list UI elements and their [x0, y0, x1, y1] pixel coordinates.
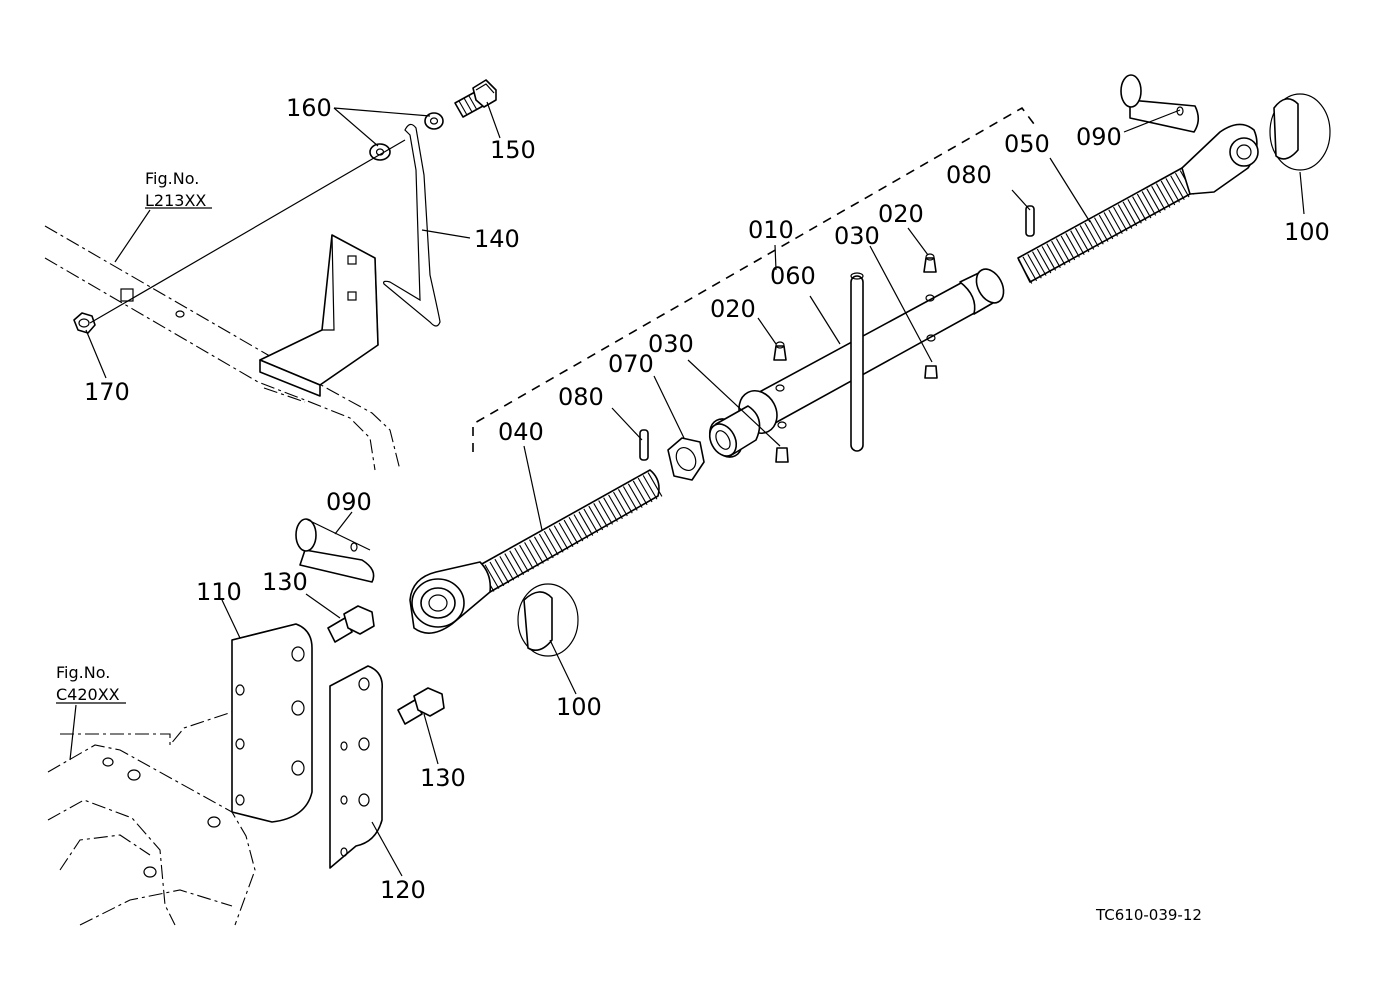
frame-bracket — [259, 234, 379, 397]
bolt-150 — [454, 79, 497, 118]
label-090-left: 090 — [326, 488, 372, 516]
frame-fig-label: Fig.No. — [145, 169, 199, 188]
mounting-plate-120 — [329, 665, 384, 869]
washer-160b — [424, 112, 444, 130]
grease-fitting-020a — [773, 341, 787, 392]
lynch-pin-100-right — [1269, 93, 1331, 171]
label-110: 110 — [196, 578, 242, 606]
label-130-upper: 130 — [262, 568, 308, 596]
label-040: 040 — [498, 418, 544, 446]
label-080a: 080 — [558, 383, 604, 411]
pin-090-right — [1120, 74, 1200, 133]
label-020b: 020 — [878, 200, 924, 228]
grease-fitting-020b — [923, 253, 937, 302]
label-030-left: 030 — [648, 330, 694, 358]
label-010: 010 — [748, 216, 794, 244]
label-130-lower: 130 — [420, 764, 466, 792]
main-frame-phantom — [44, 225, 401, 471]
assembly-boundary — [472, 106, 1035, 452]
threaded-rod-040 — [409, 469, 663, 634]
drawing-code: TC610-039-12 — [1095, 906, 1202, 924]
pin-090-left — [295, 518, 375, 583]
label-140: 140 — [474, 225, 520, 253]
label-030a-top: 030 — [834, 222, 880, 250]
housing-fig-code: C420XX — [56, 685, 120, 704]
body-threaded-end — [708, 405, 761, 458]
plug-030b — [924, 334, 938, 379]
washer-160a — [369, 143, 391, 161]
label-100-left: 100 — [556, 693, 602, 721]
leader-lines — [56, 101, 1305, 877]
plug-030a — [775, 421, 789, 463]
mounting-plate-110 — [231, 623, 313, 823]
housing-phantom — [47, 711, 256, 926]
frame-fig-code: L213XX — [145, 191, 206, 210]
label-150: 150 — [490, 136, 536, 164]
label-020a: 020 — [710, 295, 756, 323]
label-120: 120 — [380, 876, 426, 904]
spring-pin-080b — [1025, 205, 1035, 237]
turnbuckle-body-060 — [738, 268, 1005, 452]
label-170: 170 — [84, 378, 130, 406]
hanger-pin-140 — [383, 123, 441, 327]
nut-170 — [73, 312, 96, 334]
label-160: 160 — [286, 94, 332, 122]
label-080b: 080 — [946, 161, 992, 189]
bolt-130-lower — [397, 687, 445, 725]
threaded-rod-050 — [1017, 123, 1259, 284]
label-070: 070 — [608, 350, 654, 378]
label-060: 060 — [770, 262, 816, 290]
housing-fig-label: Fig.No. — [56, 663, 110, 682]
label-100-right: 100 — [1284, 218, 1330, 246]
lynch-pin-100-left — [517, 583, 579, 657]
spring-pin-080a — [639, 429, 649, 461]
label-090-right: 090 — [1076, 123, 1122, 151]
bolt-130-upper — [327, 605, 375, 643]
label-050: 050 — [1004, 130, 1050, 158]
lock-nut-070 — [667, 437, 705, 481]
bolt-centerline — [89, 139, 406, 324]
